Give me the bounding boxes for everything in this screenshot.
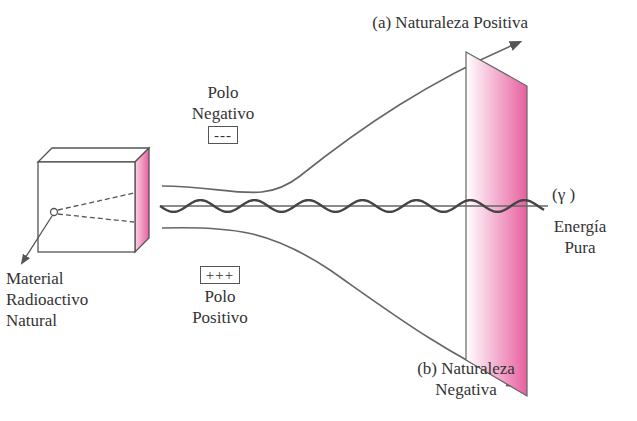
pure-energy-label: Energía Pura <box>540 216 620 258</box>
cube-side <box>135 148 149 252</box>
dashed-path <box>58 193 134 210</box>
radioactive-cube <box>38 148 149 252</box>
detector-plate <box>466 52 527 396</box>
source-label: Material Radioactivo Natural <box>6 268 116 331</box>
pole-group: Polo Negativo --- <box>183 82 263 146</box>
positive-nature-label: (a) Naturaleza Positiva <box>372 12 528 33</box>
pole-sign-box: +++ <box>200 266 240 284</box>
leader-arrow <box>22 216 52 263</box>
pole-label: Polo Positivo <box>180 286 260 328</box>
pole-group: +++ Polo Positivo <box>180 264 260 328</box>
gamma-axis <box>160 205 548 206</box>
cube-front <box>38 162 135 252</box>
gamma-wave <box>160 200 544 212</box>
pole-sign-box: --- <box>208 126 238 144</box>
source-hole <box>51 209 58 216</box>
pole-label: Polo Negativo <box>183 82 263 124</box>
dashed-path <box>58 214 134 222</box>
negative-nature-label: (b) Naturaleza Negativa <box>396 358 536 400</box>
cube-top <box>38 148 149 162</box>
gamma-symbol: (γ ) <box>552 184 602 205</box>
